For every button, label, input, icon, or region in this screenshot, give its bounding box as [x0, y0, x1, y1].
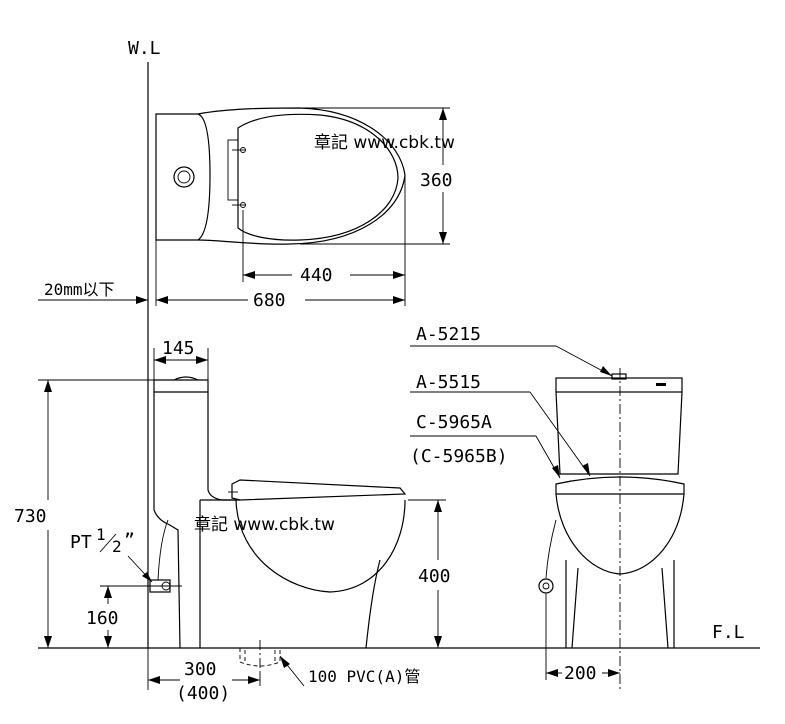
dimension-seat-height: 400	[408, 499, 451, 648]
dim-rough-in-alt: (400)	[176, 683, 230, 704]
dimension-total-length: 680	[155, 240, 405, 311]
dim-total-height: 730	[14, 506, 47, 527]
dimension-top-width: 360	[300, 107, 453, 245]
pipe-fraction-den: 2	[112, 537, 122, 556]
pipe-inch-mark: ”	[124, 530, 135, 551]
watermark-top: 章記 www.cbk.tw	[314, 133, 455, 153]
dim-tank-depth: 145	[162, 338, 195, 359]
wall-gap-callout: 20mm以下	[38, 280, 148, 304]
dimension-seat-length: 440	[242, 175, 406, 306]
floor-line-label: F.L	[712, 622, 745, 643]
dimension-supply-height: 160	[86, 585, 150, 648]
pipe-fraction-num: 1	[96, 525, 106, 544]
dim-total-length: 680	[253, 290, 286, 311]
model-callouts: A-5215 A-5515 C-5965A (C-5965B)	[410, 324, 613, 479]
pipe-thread-label: PT	[70, 532, 92, 553]
valve-icon	[161, 581, 171, 591]
dim-rough-in: 300	[184, 659, 217, 680]
wall-gap-label: 20mm以下	[44, 280, 115, 299]
model-seat-a-label: C-5965A	[416, 412, 492, 433]
front-view	[538, 368, 685, 690]
dim-seat-height: 400	[418, 566, 451, 587]
dim-top-width: 360	[420, 170, 453, 191]
dimension-side-offset: 200	[545, 594, 620, 684]
dim-side-offset: 200	[564, 663, 597, 684]
wall-line: W.L	[128, 38, 161, 690]
drain-pipe-callout: 100 PVC(A)管	[279, 655, 420, 687]
dimension-rough-in: 300 (400)	[148, 659, 261, 704]
floor-line: F.L	[38, 622, 760, 649]
model-tank-label: A-5515	[416, 372, 481, 393]
supply-pipe-callout: PT 1 2 ”	[70, 525, 153, 583]
dim-supply-height: 160	[86, 608, 119, 629]
dim-seat-length: 440	[300, 265, 333, 286]
model-seat-b-label: (C-5965B)	[410, 446, 508, 467]
side-view: 章記 www.cbk.tw	[140, 376, 407, 672]
model-flush-label: A-5215	[416, 324, 481, 345]
supply-valve-icon	[538, 578, 554, 594]
watermark-middle: 章記 www.cbk.tw	[194, 515, 335, 535]
drain-pipe-label: 100 PVC(A)管	[308, 667, 420, 686]
dimension-total-height: 730	[14, 379, 174, 648]
flush-button-icon	[611, 373, 627, 380]
wall-line-label: W.L	[128, 38, 161, 59]
dimension-tank-depth: 145	[153, 338, 209, 380]
top-view: 章記 www.cbk.tw	[155, 107, 455, 245]
flush-button-icon	[173, 166, 195, 188]
